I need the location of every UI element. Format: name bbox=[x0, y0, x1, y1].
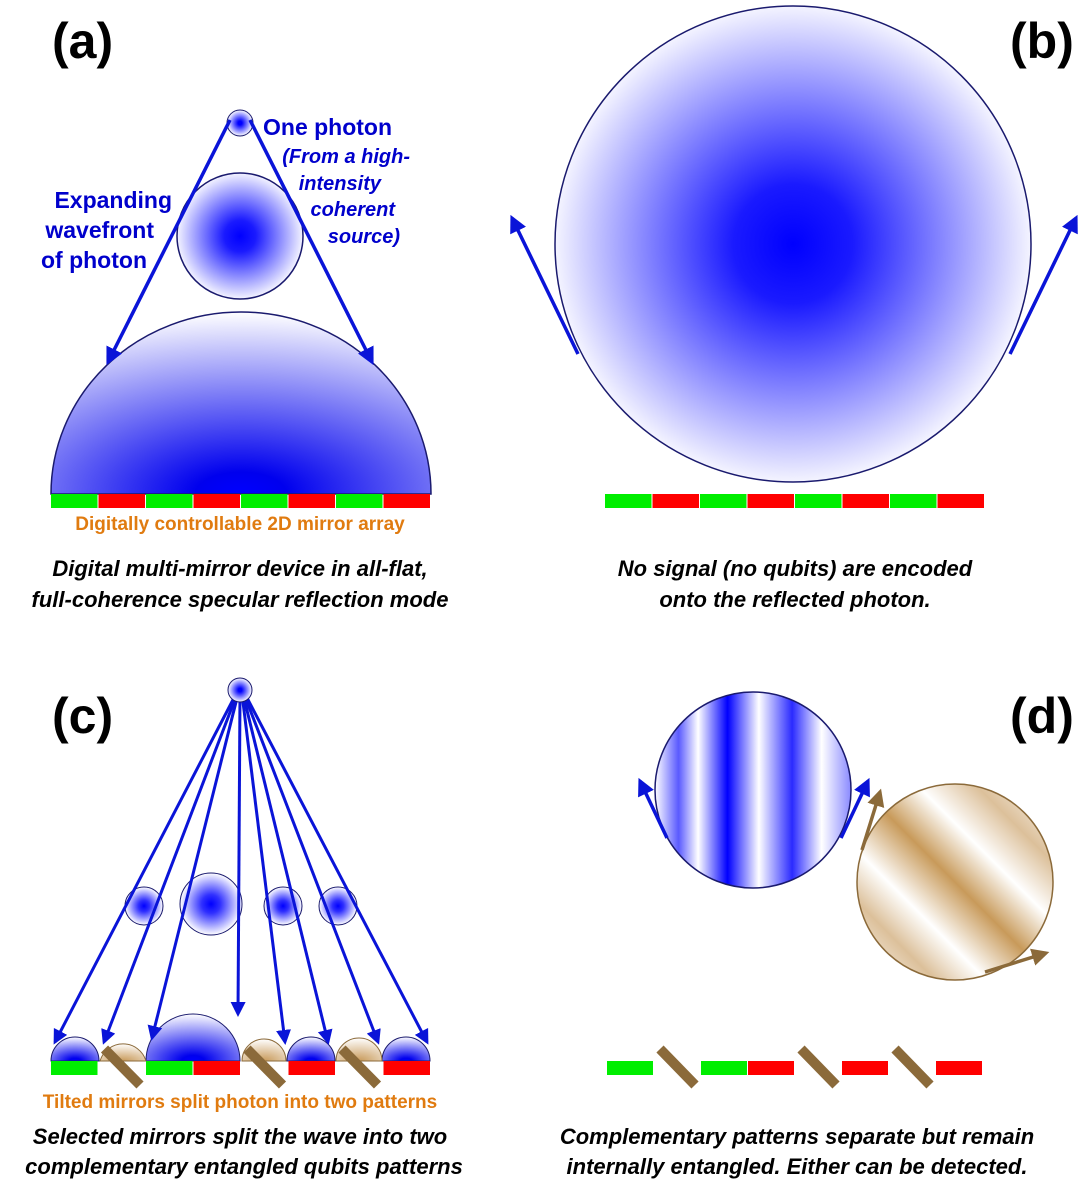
mirror-red-a-1 bbox=[98, 494, 145, 508]
mirror-red-b-7 bbox=[937, 494, 984, 508]
panel-d: (d) Complementary patterns separate but … bbox=[560, 688, 1074, 1179]
panel-c-label: (c) bbox=[52, 688, 113, 744]
split-arrows bbox=[53, 693, 429, 1045]
photon-label: One photon bbox=[263, 114, 392, 140]
panel-b: (b) No signal (no qubits) are encoded on… bbox=[510, 5, 1078, 612]
panel-c: (c) Tilted mirrors split photon into tw bbox=[25, 677, 463, 1179]
mirror-red-b-1 bbox=[652, 494, 699, 508]
mirror-green-d-0 bbox=[607, 1061, 653, 1075]
wavefront-arrow-right bbox=[248, 119, 374, 366]
caption-b-line-2: onto the reflected photon. bbox=[659, 587, 930, 612]
brown-pattern-circle bbox=[856, 783, 1054, 981]
mirror-red-c-3 bbox=[193, 1061, 240, 1075]
mirror-hemisphere-1 bbox=[50, 1036, 100, 1062]
mirror-red-d-3 bbox=[748, 1061, 794, 1075]
photon-icon-c bbox=[227, 677, 253, 703]
mirror-tilted-d-6 bbox=[891, 1045, 934, 1089]
mirror-tilted-c-6 bbox=[338, 1045, 382, 1089]
mirror-green-b-6 bbox=[890, 494, 937, 508]
mirror-red-a-5 bbox=[288, 494, 335, 508]
source-note-line-1: (From a high- bbox=[282, 146, 410, 168]
mirror-green-a-2 bbox=[146, 494, 193, 508]
mirror-green-b-0 bbox=[605, 494, 652, 508]
mirror-green-a-6 bbox=[336, 494, 383, 508]
panel-a-label: (a) bbox=[52, 13, 113, 69]
mirror-hemisphere-2 bbox=[145, 1013, 241, 1062]
wavelet-2 bbox=[179, 872, 243, 936]
hemisphere-wavefront bbox=[50, 311, 432, 495]
photon-icon bbox=[226, 109, 254, 137]
wavefront-label-line-2: wavefront bbox=[44, 217, 154, 243]
reflected-wavefront-circle bbox=[554, 5, 1032, 483]
mirror-array-b bbox=[605, 494, 984, 508]
mirror-red-b-3 bbox=[747, 494, 794, 508]
mirror-tilted-c-4 bbox=[243, 1045, 287, 1089]
wavefront-arrow-left bbox=[106, 119, 232, 366]
mirror-red-a-7 bbox=[383, 494, 430, 508]
mirror-red-d-5 bbox=[842, 1061, 888, 1075]
panel-a: (a) One photon (From a high- intensity c… bbox=[32, 13, 449, 612]
panel-b-label: (b) bbox=[1010, 13, 1074, 69]
mirror-array-c bbox=[51, 1045, 430, 1089]
mirror-green-b-4 bbox=[795, 494, 842, 508]
tilted-mirrors-label: Tilted mirrors split photon into two pat… bbox=[43, 1092, 437, 1113]
mirror-array-a bbox=[51, 494, 430, 508]
caption-d-line-1: Complementary patterns separate but rema… bbox=[560, 1124, 1034, 1149]
mirror-green-c-0 bbox=[51, 1061, 98, 1075]
mirror-red-b-5 bbox=[842, 494, 889, 508]
source-note-line-4: source) bbox=[328, 226, 401, 248]
mirror-green-b-2 bbox=[700, 494, 747, 508]
source-note-line-2: intensity bbox=[299, 173, 382, 195]
caption-c-line-1: Selected mirrors split the wave into two bbox=[33, 1124, 447, 1149]
mirror-green-a-0 bbox=[51, 494, 98, 508]
wavefront-label-line-1: Expanding bbox=[54, 187, 172, 213]
mirror-red-d-7 bbox=[936, 1061, 982, 1075]
mirror-tilted-d-1 bbox=[656, 1045, 699, 1089]
mirror-tilted-c-1 bbox=[100, 1045, 144, 1089]
source-note-line-3: coherent bbox=[311, 199, 397, 221]
mirror-array-label: Digitally controllable 2D mirror array bbox=[75, 514, 405, 535]
mirror-green-c-2 bbox=[146, 1061, 193, 1075]
reflected-arrow-left bbox=[510, 214, 580, 355]
blue-pattern-arrow-left bbox=[638, 777, 669, 839]
caption-d-line-2: internally entangled. Either can be dete… bbox=[567, 1154, 1028, 1179]
mirror-array-d bbox=[607, 1045, 982, 1089]
mirror-green-d-2 bbox=[701, 1061, 747, 1075]
source-note: (From a high- intensity coherent source) bbox=[282, 146, 410, 248]
blue-pattern-arrow-right bbox=[839, 777, 870, 839]
caption-a-line-2: full-coherence specular reflection mode bbox=[32, 587, 449, 612]
reflected-arrow-right bbox=[1008, 214, 1078, 355]
blue-pattern-circle bbox=[654, 691, 852, 889]
mirror-red-a-3 bbox=[193, 494, 240, 508]
wavefront-circle bbox=[176, 172, 304, 300]
caption-a-line-1: Digital multi-mirror device in all-flat, bbox=[52, 556, 427, 581]
wavefront-label-line-3: of photon bbox=[41, 247, 147, 273]
mirror-green-a-4 bbox=[241, 494, 288, 508]
caption-b-line-1: No signal (no qubits) are encoded bbox=[618, 556, 973, 581]
caption-c-line-2: complementary entangled qubits patterns bbox=[25, 1154, 463, 1179]
mirror-red-c-7 bbox=[383, 1061, 430, 1075]
mirror-hemisphere-4 bbox=[381, 1036, 431, 1062]
wavefront-label: Expanding wavefront of photon bbox=[41, 187, 172, 273]
brown-pattern-arrow-right bbox=[984, 948, 1050, 974]
mirror-tilted-d-4 bbox=[797, 1045, 840, 1089]
panel-d-label: (d) bbox=[1010, 688, 1074, 744]
brown-pattern-arrow-up bbox=[860, 788, 885, 851]
mirror-red-c-5 bbox=[288, 1061, 335, 1075]
